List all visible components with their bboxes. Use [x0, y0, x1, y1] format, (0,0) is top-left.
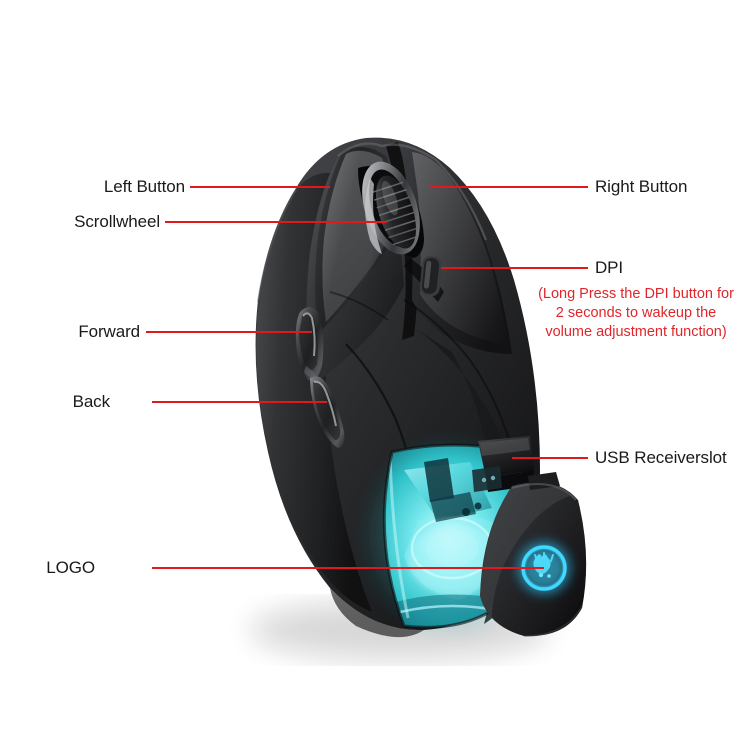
leader-line-left-button [190, 186, 330, 188]
leader-line-forward [146, 331, 312, 333]
callout-label-logo: LOGO [46, 558, 95, 577]
leader-line-logo [152, 567, 544, 569]
dpi-note: (Long Press the DPI button for 2 seconds… [525, 285, 747, 342]
dpi-note-line-2: 2 seconds to wakeup the [555, 305, 717, 321]
callout-label-back: Back [72, 392, 111, 411]
leader-line-dpi [441, 267, 588, 269]
callout-label-scrollwheel: Scrollwheel [74, 212, 160, 231]
callout-label-dpi: DPI [595, 258, 624, 277]
callout-label-right-button: Right Button [595, 177, 688, 196]
callout-label-usb-receiver-slot: USB Receiverslot [595, 448, 727, 467]
leader-line-back [152, 401, 327, 403]
leader-line-right-button [430, 186, 588, 188]
dpi-note-line-3: volume adjustment function) [545, 324, 727, 340]
callout-label-left-button: Left Button [103, 177, 185, 196]
palm-rest-art [480, 472, 587, 637]
side-buttons-art [295, 307, 345, 448]
usb-dongle-art [472, 436, 534, 492]
dpi-note-line-1: (Long Press the DPI button for [538, 286, 734, 302]
scroll-wheel-art [358, 161, 424, 258]
logo-emblem-art [510, 534, 578, 602]
callout-label-forward: Forward [78, 322, 140, 341]
leader-line-scrollwheel [165, 221, 387, 223]
leader-line-usb-receiver-slot [512, 457, 588, 459]
dpi-button-art [419, 255, 443, 297]
